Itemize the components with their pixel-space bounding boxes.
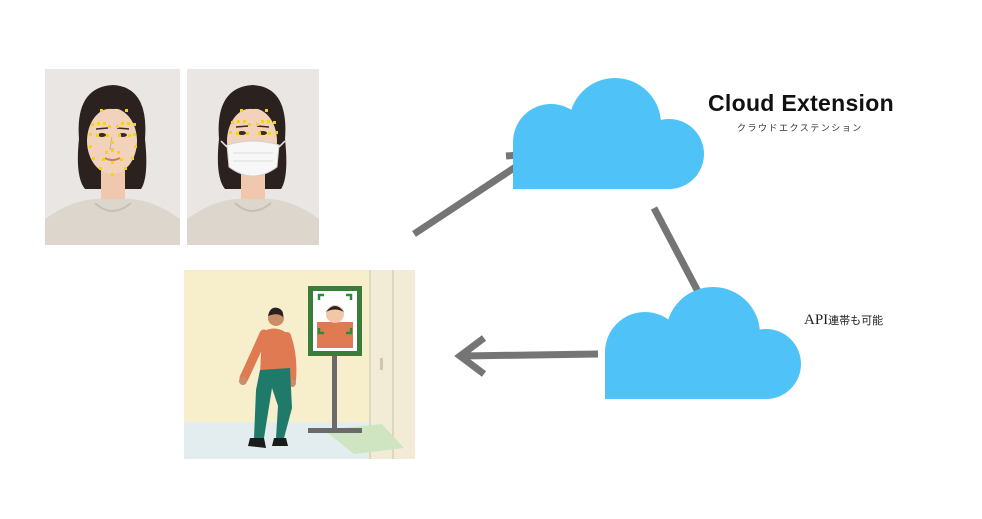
- masked-face-photo: [187, 69, 319, 245]
- arrow-icon: [454, 335, 599, 377]
- cloud-extension-kana: クラウドエクステンション: [737, 124, 863, 134]
- cloud-extension-cloud: [513, 78, 704, 189]
- api-label: API連帯も可能: [804, 312, 883, 329]
- cloud-extension-title: Cloud Extension: [708, 90, 894, 116]
- api-cloud: [605, 287, 801, 399]
- kiosk-illustration: [184, 270, 415, 459]
- api-label-suffix: 連帯も可能: [828, 314, 884, 327]
- face-photo: [45, 69, 180, 245]
- api-label-prefix: API: [804, 312, 829, 328]
